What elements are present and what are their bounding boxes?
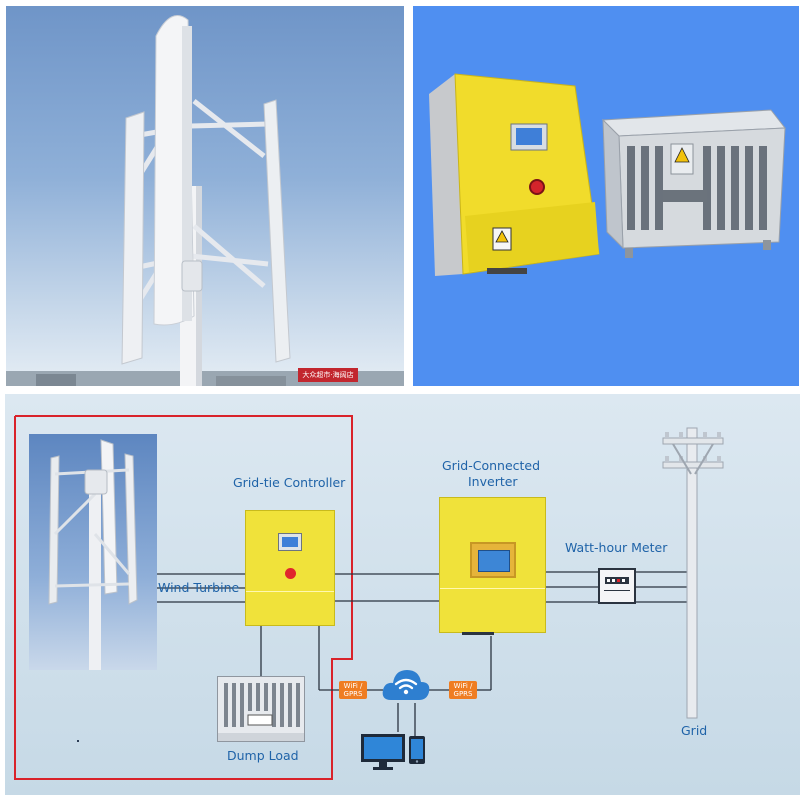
wifi-badge-line2: GPRS <box>343 690 363 698</box>
grid-tie-controller-label: Grid-tie Controller <box>233 475 346 490</box>
cloud-wifi-icon <box>381 664 431 704</box>
grid-connected-inverter <box>439 497 546 635</box>
billboard-sign: 大众超市·海阔店 <box>298 368 358 382</box>
wifi-badge-line2: GPRS <box>453 690 473 698</box>
stray-mark <box>77 740 79 742</box>
dump-load-icon <box>217 676 305 742</box>
smartphone-icon <box>408 735 426 765</box>
emergency-stop-button <box>285 568 296 579</box>
wind-turbine-photo-art <box>6 15 404 386</box>
wifi-badge-line1: WiFi / <box>453 682 473 690</box>
watt-hour-meter-icon <box>598 568 636 604</box>
grid-tie-controller <box>245 510 335 626</box>
wifi-gprs-badge-inverter: WiFi / GPRS <box>449 681 477 699</box>
wifi-badge-line1: WiFi / <box>343 682 363 690</box>
wifi-gprs-badge-controller: WiFi / GPRS <box>339 681 367 699</box>
utility-pole-icon <box>653 424 733 724</box>
dump-load-label: Dump Load <box>227 748 299 763</box>
inverter-label-line2: Inverter <box>468 474 518 489</box>
system-diagram: Wind Turbine Grid-tie Controller Grid-Co… <box>5 394 800 795</box>
controller-display <box>278 533 302 551</box>
desktop-monitor-icon <box>359 732 409 772</box>
grid-label: Grid <box>681 723 708 738</box>
wind-turbine-label: Wind Turbine <box>158 580 240 595</box>
wind-turbine-icon <box>29 434 157 670</box>
products-photo-art <box>429 73 786 276</box>
system-boundary <box>14 415 353 780</box>
watt-hour-meter-label: Watt-hour Meter <box>565 540 668 555</box>
products-photo <box>413 6 799 386</box>
inverter-label-line1: Grid-Connected <box>442 458 541 473</box>
wind-turbine-photo: 大众超市·海阔店 <box>6 6 404 386</box>
wiring-diagram <box>14 415 689 780</box>
inverter-display <box>470 542 516 578</box>
